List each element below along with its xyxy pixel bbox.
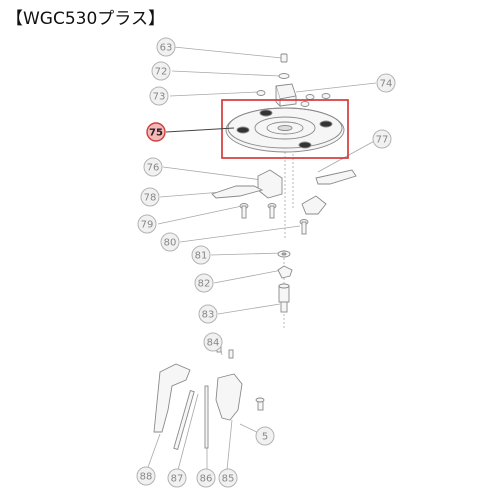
part-78-blade [211,185,264,199]
leader-lines [146,46,379,471]
callout-circle [140,187,160,207]
highlight-leader [165,127,235,133]
diagram-title: 【WGC530プラス】 [6,9,165,29]
callout-label: 72 [155,67,168,78]
callout-label: 74 [380,79,393,90]
callout-82: 82 [194,273,214,293]
callout-87: 87 [167,468,187,488]
callout-label: 87 [171,474,184,485]
part-87-rod [173,390,195,450]
callout-label: 63 [160,43,173,54]
callout-circle [156,37,176,57]
part-5-screw [255,397,265,411]
callout-88: 88 [136,466,156,486]
callout-circle [191,245,211,265]
callout-label: 79 [141,220,154,231]
callout-label: 86 [200,474,213,485]
callout-74: 74 [376,73,396,93]
callout-label: 76 [147,163,160,174]
callout-77: 77 [372,129,392,149]
part-callouts: 63 72 73 74 75 76 77 78 79 80 81 82 83 84 5 88 87 86 85 [136,37,396,488]
callout-circle [151,61,171,81]
callout-circle [198,304,218,324]
callout-circle [376,73,396,93]
part-88-plate [153,363,191,433]
callout-circle [137,214,157,234]
callout-label: 77 [376,135,389,146]
callout-label: 85 [222,474,235,485]
callout-label: 84 [207,338,220,349]
callout-86: 86 [196,468,216,488]
callout-63: 63 [156,37,176,57]
callout-circle [203,332,223,352]
callout-circle [146,122,166,142]
callout-78: 78 [140,187,160,207]
callout-label: 5 [262,432,268,443]
part-drawings [153,53,357,450]
part-86-rod [204,385,209,449]
callout-circle [167,468,187,488]
callout-label: 81 [195,251,208,262]
part-72-washer [278,73,290,79]
part-81-washer [277,250,291,258]
part-83-shaft [278,283,290,313]
callout-circle [218,468,238,488]
callout-76: 76 [143,157,163,177]
part-85-bracket [215,373,243,421]
part-79-screws [239,203,309,235]
callout-85: 85 [218,468,238,488]
part-63-pin [280,53,288,63]
callout-79: 79 [137,214,157,234]
callout-label: 73 [153,92,166,103]
callout-81: 81 [191,245,211,265]
callout-72: 72 [151,61,171,81]
callout-83: 83 [198,304,218,324]
part-73-nuts [256,90,331,107]
callout-circle [149,86,169,106]
callout-circle [143,157,163,177]
callout-circle [194,273,214,293]
callout-circle [255,426,275,446]
callout-label: 78 [144,193,157,204]
callout-5: 5 [255,426,275,446]
callout-circle [160,232,180,252]
callout-75: 75 [146,122,166,142]
callout-84: 84 [203,332,223,352]
callout-80: 80 [160,232,180,252]
callout-label: 82 [198,279,211,290]
callout-label: 88 [140,472,153,483]
callout-73: 73 [149,86,169,106]
callout-circle [136,466,156,486]
callout-circle [196,468,216,488]
part-75-disc [225,107,345,153]
callout-circle [372,129,392,149]
part-82-nut [277,265,293,279]
callout-label: 80 [164,238,177,249]
part-80-bracket [301,195,327,215]
callout-label: 75 [149,128,163,139]
part-74-hub [275,83,297,108]
part-76-bracket [257,169,283,199]
callout-label: 83 [202,310,215,321]
part-77-blade [315,169,357,185]
